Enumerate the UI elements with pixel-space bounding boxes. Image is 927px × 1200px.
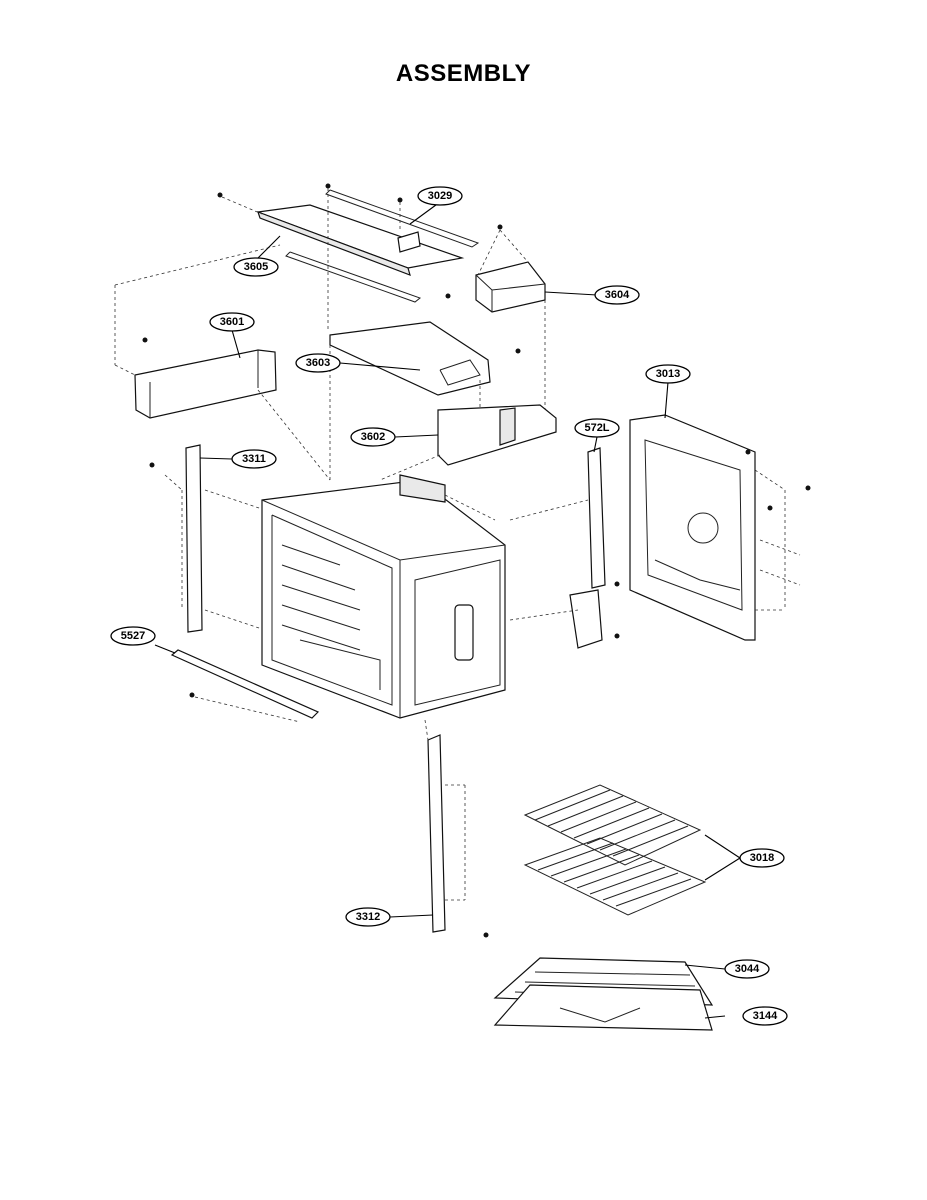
side-trim-3312 (424, 719, 489, 938)
callout-3013: 3013 (645, 364, 691, 384)
leader-lines (154, 201, 741, 1019)
callout-3603: 3603 (295, 353, 341, 373)
page-title: ASSEMBLY (395, 60, 532, 87)
callout-3044: 3044 (724, 959, 770, 979)
callout-3601: 3601 (209, 312, 255, 332)
callout-3018: 3018 (739, 848, 785, 868)
heat-shield-3603 (329, 321, 521, 480)
callout-label: 3044 (735, 963, 760, 975)
callout-label: 3604 (605, 289, 630, 301)
callout-label: 3144 (753, 1010, 778, 1022)
hinge-572L (509, 447, 620, 649)
callout-3144: 3144 (742, 1006, 788, 1026)
side-trim-3311 (149, 444, 266, 633)
callout-3029: 3029 (417, 186, 463, 206)
broil-pan-3044-3144 (493, 957, 714, 1031)
callout-label: 3601 (220, 316, 244, 328)
callout-label: 3013 (656, 368, 680, 380)
callout-label: 3603 (306, 357, 330, 369)
oven-racks-3018 (523, 784, 707, 916)
callout-label: 572L (584, 422, 609, 434)
callout-3602: 3602 (350, 427, 396, 447)
callout-label: 5527 (121, 630, 145, 642)
callout-572L: 572L (574, 418, 620, 438)
callout-label: 3605 (244, 261, 268, 273)
callout-3604: 3604 (594, 285, 640, 305)
callout-label: 3602 (361, 431, 385, 443)
callout-label: 3018 (750, 852, 774, 864)
top-cover-3605 (217, 183, 480, 330)
side-panel-3013 (629, 414, 811, 641)
rear-bracket-3601 (114, 244, 331, 481)
bottom-trim-5527 (170, 649, 320, 723)
bracket-box-3604 (475, 224, 546, 410)
callout-3311: 3311 (231, 449, 277, 469)
oven-cavity (261, 474, 506, 719)
callout-3605: 3605 (233, 257, 279, 277)
callout-label: 3029 (428, 190, 452, 202)
control-bracket-3602 (379, 404, 557, 481)
callout-5527: 5527 (110, 626, 156, 646)
callout-label: 3311 (242, 453, 266, 465)
callout-label: 3312 (356, 911, 380, 923)
callout-3312: 3312 (345, 907, 391, 927)
